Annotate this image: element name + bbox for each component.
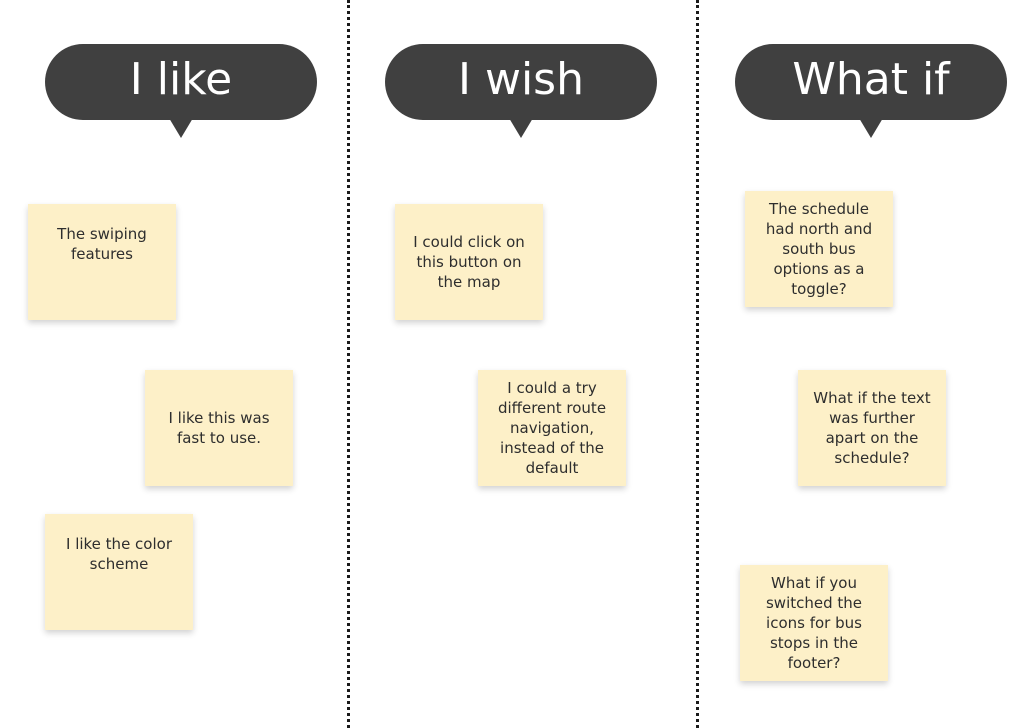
sticky-note-whatif-2[interactable]: What if the text was further apart on th… [798, 370, 946, 486]
column-divider-1 [347, 0, 350, 728]
sticky-note-text: What if you switched the icons for bus s… [765, 574, 863, 672]
column-header-what-if: What if [792, 54, 950, 105]
sticky-note-like-1[interactable]: The swiping features [28, 204, 176, 320]
sticky-note-text: I could a try different route navigation… [497, 379, 607, 477]
sticky-note-text: I like this was fast to use. [168, 409, 270, 447]
speech-bubble-i-wish: I wish [385, 44, 657, 138]
sticky-note-like-2[interactable]: I like this was fast to use. [145, 370, 293, 486]
column-header-i-wish: I wish [458, 54, 584, 105]
speech-bubble-i-like: I like [45, 44, 317, 138]
speech-bubble-tail [509, 118, 533, 138]
sticky-note-text: The swiping features [57, 225, 147, 263]
sticky-note-like-3[interactable]: I like the color scheme [45, 514, 193, 630]
sticky-note-text: The schedule had north and south bus opt… [765, 200, 873, 298]
sticky-note-text: I could click on this button on the map [413, 233, 525, 291]
speech-bubble-what-if: What if [735, 44, 1007, 138]
sticky-note-text: What if the text was further apart on th… [813, 389, 931, 467]
speech-bubble-tail [169, 118, 193, 138]
column-header-i-like: I like [129, 54, 233, 105]
column-divider-2 [696, 0, 699, 728]
sticky-note-text: I like the color scheme [66, 535, 172, 573]
speech-bubble-tail [859, 118, 883, 138]
sticky-note-whatif-1[interactable]: The schedule had north and south bus opt… [745, 191, 893, 307]
sticky-note-wish-2[interactable]: I could a try different route navigation… [478, 370, 626, 486]
sticky-note-wish-1[interactable]: I could click on this button on the map [395, 204, 543, 320]
sticky-note-whatif-3[interactable]: What if you switched the icons for bus s… [740, 565, 888, 681]
